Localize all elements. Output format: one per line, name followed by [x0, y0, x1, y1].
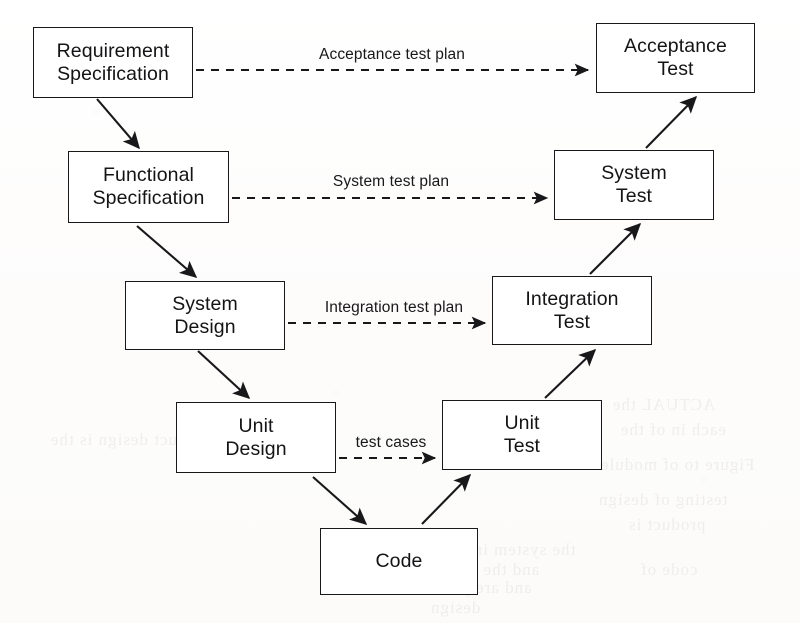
edge-requirement-to-functional	[96, 98, 140, 150]
edge-unit-design-to-code	[312, 476, 368, 525]
node-label-line2: Test	[615, 185, 653, 207]
edge-system-design-to-unit-design	[197, 350, 251, 400]
node-label-line1: Acceptance	[624, 35, 727, 57]
node-label-line1: Unit	[238, 414, 274, 437]
node-code[interactable]: Code	[320, 528, 478, 595]
node-label-line2: Design	[174, 315, 236, 338]
node-label-line1: Integration	[525, 287, 619, 310]
node-label-line1: Code	[375, 550, 423, 572]
node-integration-test[interactable]: Integration Test	[492, 276, 652, 345]
node-label-line1: Functional	[103, 164, 194, 186]
edge-unit-test-to-integration-test	[544, 348, 597, 399]
node-label-line1: Requirement	[56, 39, 170, 62]
node-requirement-specification[interactable]: Requirement Specification	[33, 27, 193, 98]
edge-code-to-unit-test	[421, 473, 472, 525]
node-label-line1: Unit	[504, 412, 540, 434]
edge-label-test-cases: test cases	[355, 434, 427, 451]
edge-label-integration-test-plan: Integration test plan	[324, 299, 464, 316]
edge-system-test-to-acceptance-test	[645, 95, 698, 149]
node-label-line2: Test	[657, 58, 694, 80]
node-system-design[interactable]: System Design	[125, 281, 285, 350]
node-label-line1: System	[601, 162, 667, 184]
node-label-line2: Specification	[57, 62, 169, 85]
node-label-line2: Design	[225, 437, 287, 460]
node-label-line2: Specification	[92, 187, 205, 209]
node-label-line2: Test	[553, 310, 591, 333]
edge-label-system-test-plan: System test plan	[332, 173, 450, 190]
node-label-line2: Test	[503, 435, 541, 457]
node-functional-specification[interactable]: Functional Specification	[68, 151, 229, 223]
edge-functional-to-system-design	[136, 225, 198, 278]
node-label-line1: System	[172, 292, 238, 315]
edge-label-acceptance-test-plan: Acceptance test plan	[319, 46, 465, 63]
node-unit-design[interactable]: Unit Design	[176, 402, 336, 473]
edge-integration-test-to-system-test	[589, 222, 642, 275]
node-acceptance-test[interactable]: Acceptance Test	[596, 23, 755, 93]
node-unit-test[interactable]: Unit Test	[442, 400, 602, 470]
node-system-test[interactable]: System Test	[554, 150, 714, 220]
